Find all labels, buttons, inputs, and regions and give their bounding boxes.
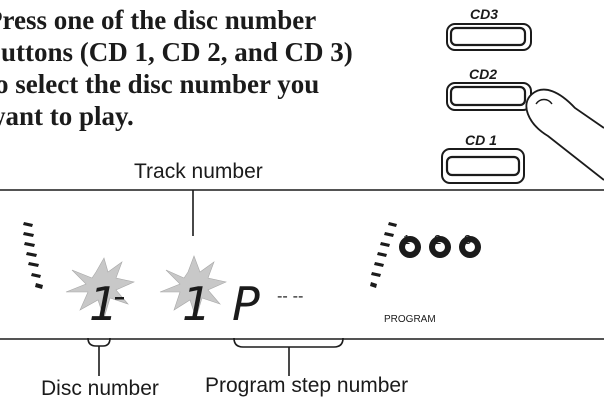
- disc-indicator-1-icon: 1: [399, 232, 421, 258]
- program-indicator: PROGRAM: [384, 314, 436, 325]
- cd1-label: CD 1: [465, 132, 497, 148]
- svg-text:2: 2: [434, 232, 441, 247]
- disc-number-digit: 1: [89, 277, 124, 331]
- track-number-label: Track number: [134, 160, 263, 183]
- cd3-label: CD3: [470, 6, 498, 22]
- cd2-label: CD2: [469, 66, 497, 82]
- cd3-button[interactable]: CD3: [446, 6, 532, 51]
- display-panel: [0, 189, 604, 340]
- program-step-digits: P -- --: [232, 277, 303, 331]
- svg-text:1: 1: [182, 277, 211, 331]
- svg-text:3: 3: [464, 232, 471, 247]
- disc-number-label: Disc number: [41, 377, 159, 400]
- left-level-meter-icon: [23, 222, 43, 289]
- track-digit-sparkle: [159, 255, 227, 319]
- disc-callout-bracket: [87, 337, 111, 376]
- svg-text:1: 1: [89, 277, 118, 331]
- instruction-line: Press one of the disc number: [0, 5, 317, 35]
- disc-digit-sparkle: [65, 257, 135, 319]
- svg-text:P: P: [232, 277, 260, 331]
- program-callout-bracket: [233, 337, 344, 376]
- instruction-line: want to play.: [0, 101, 134, 131]
- program-step-number-label: Program step number: [205, 374, 409, 397]
- disc-indicator-2-icon: 2: [429, 232, 451, 258]
- svg-text:-- --: -- --: [277, 287, 303, 305]
- right-level-meter-icon: [370, 222, 397, 288]
- instruction-line: to select the disc number you: [0, 69, 320, 99]
- finger-icon: [525, 88, 604, 181]
- cd1-button[interactable]: CD 1: [441, 132, 525, 184]
- track-number-digit: 1: [182, 277, 211, 331]
- cd2-button[interactable]: CD2: [446, 66, 532, 111]
- svg-text:1: 1: [403, 232, 410, 247]
- disc-indicator-3-icon: 3: [459, 232, 481, 258]
- instruction-line: buttons (CD 1, CD 2, and CD 3): [0, 37, 353, 67]
- instruction-text: Press one of the disc number buttons (CD…: [0, 4, 446, 132]
